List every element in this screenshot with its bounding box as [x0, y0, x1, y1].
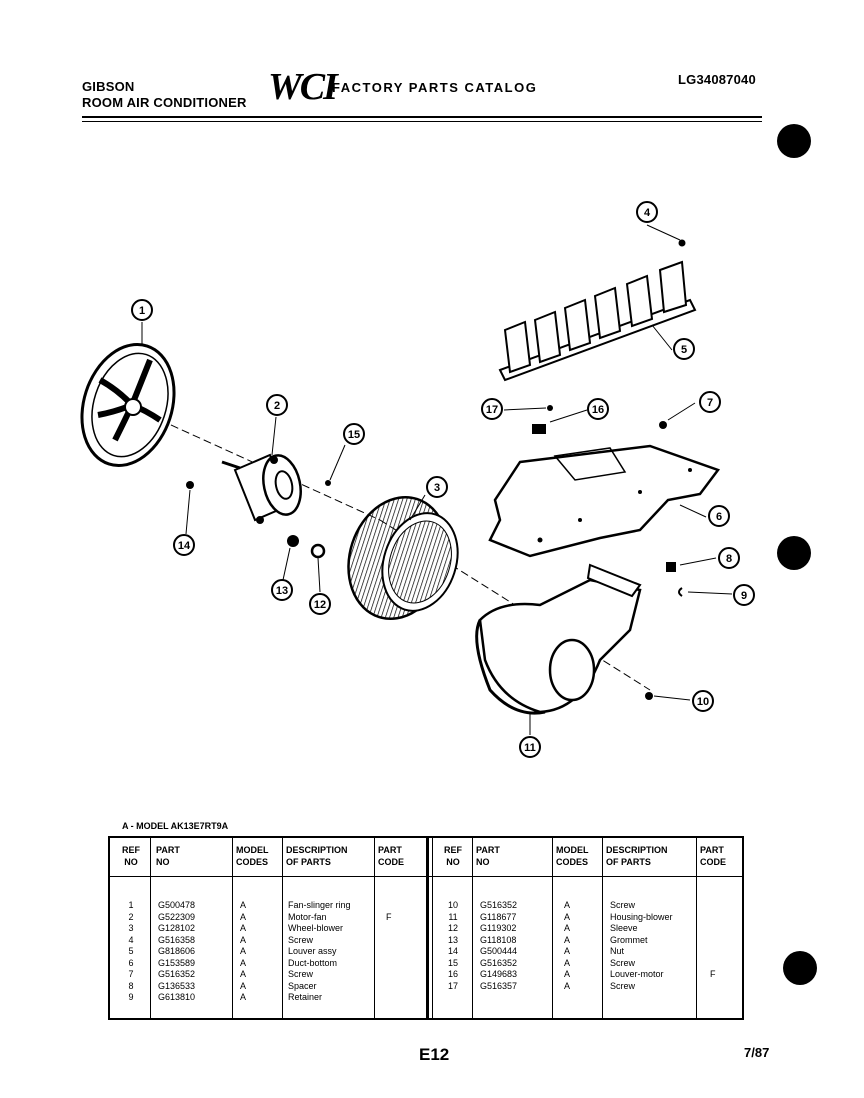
table-row: 17: [447, 980, 458, 991]
binder-hole-bottom: [783, 951, 817, 985]
table-row: 15: [447, 957, 458, 968]
screw-part-7: [659, 421, 667, 429]
table-row: 8: [128, 980, 134, 991]
callout-17: 17: [486, 404, 498, 416]
table-row: 12: [447, 923, 458, 933]
callout-14: 14: [178, 540, 191, 552]
callout-12: 12: [314, 599, 326, 611]
brand-name: GIBSON: [82, 79, 135, 94]
callout-7: 7: [707, 397, 713, 409]
table-row: 9: [128, 992, 134, 1002]
fan-motor: [221, 453, 302, 524]
catalog-number: LG34087040: [678, 72, 756, 87]
table-row: 6: [128, 957, 134, 968]
product-line: ROOM AIR CONDITIONER: [82, 95, 247, 110]
retainer-part-9: [678, 587, 683, 597]
page-number: E12: [419, 1045, 450, 1064]
grommet-part-13: [287, 535, 299, 547]
table-row: 2: [128, 911, 134, 922]
callout-5: 5: [681, 344, 687, 356]
table-row: 1: [128, 900, 134, 910]
left-part-column: G500478 G522309 G128102 G516358 G818606 …: [158, 900, 196, 1002]
callout-11: 11: [524, 742, 536, 754]
screw-part-15: [325, 480, 331, 486]
callout-4: 4: [644, 207, 651, 219]
table-row: 4: [128, 934, 134, 945]
duct-bottom: [488, 444, 721, 558]
screw-part-4: [678, 239, 686, 247]
binder-hole-middle: [777, 536, 811, 570]
right-model-column: A A A A A A A A: [564, 900, 571, 991]
table-row: 16: [447, 969, 458, 979]
fan-slinger-ring: [80, 342, 176, 468]
louver-motor-part-16: [532, 424, 546, 434]
spacer-part-8: [666, 562, 676, 572]
table-row: 7: [128, 969, 134, 979]
right-part-column: G516352 G118677 G119302 G118108 G500444 …: [480, 900, 518, 991]
sleeve-part-12: [310, 543, 326, 559]
header-rule-thin: [82, 121, 762, 122]
callout-9: 9: [741, 590, 747, 602]
screw-part-10: [645, 692, 653, 700]
table-row: 3: [128, 923, 134, 933]
revision-date: 7/87: [744, 1045, 770, 1060]
model-note: A - MODEL AK13E7RT9A: [122, 821, 229, 831]
wci-logo: WCI: [268, 66, 338, 108]
callout-15: 15: [348, 429, 360, 441]
callout-3: 3: [434, 482, 440, 494]
left-code-column: F: [386, 911, 392, 922]
callout-8: 8: [726, 553, 732, 565]
table-row: 10: [447, 900, 458, 910]
table-row: 14: [447, 946, 458, 956]
left-ref-column: 1 2 3 4 5 6 7 8 9: [114, 900, 148, 1004]
table-row: 11: [448, 911, 458, 922]
right-code-column: F: [710, 969, 716, 979]
header-rule: [82, 116, 762, 118]
left-description-column: Fan-slinger ring Motor-fan Wheel-blower …: [288, 900, 351, 1002]
right-description-column: Screw Housing-blower Sleeve Grommet Nut …: [610, 900, 673, 991]
blower-housing: [475, 563, 642, 715]
louver-assembly: [498, 260, 697, 382]
screw-part-17: [547, 405, 553, 411]
callout-1: 1: [139, 305, 145, 317]
callout-16: 16: [592, 404, 604, 416]
blower-wheel: [347, 495, 459, 621]
table-row: 13: [447, 934, 458, 945]
right-ref-column: 10 11 12 13 14 15 16 17: [436, 900, 470, 992]
exploded-parts-diagram: 1 2 3 4 5 6 7 8 9 10 11 12 13 14 15 16 1…: [80, 201, 755, 758]
catalog-title: FACTORY PARTS CATALOG: [332, 80, 538, 95]
callout-2: 2: [274, 400, 280, 412]
callout-10: 10: [697, 696, 709, 708]
left-model-column: A A A A A A A A A: [240, 900, 247, 1002]
callout-6: 6: [716, 511, 722, 523]
callout-13: 13: [276, 585, 288, 597]
binder-hole-top: [777, 124, 811, 158]
table-row: 5: [128, 946, 134, 956]
nut-part-14: [186, 481, 194, 489]
